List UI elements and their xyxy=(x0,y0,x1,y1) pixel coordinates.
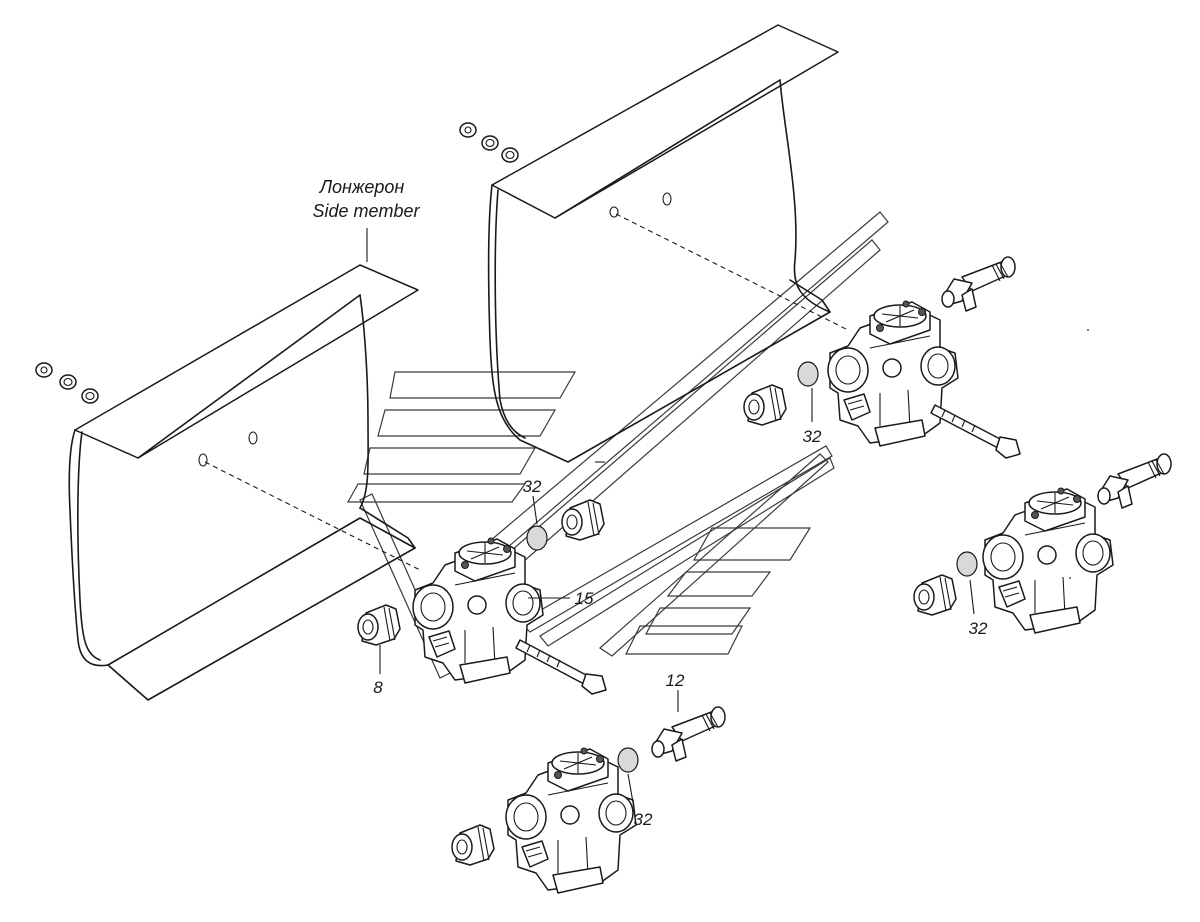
washer-upper xyxy=(797,361,819,387)
bolt-upper-right xyxy=(930,404,1021,459)
valve-upper-right xyxy=(827,300,959,447)
callout-32-b: 32 xyxy=(523,477,542,496)
speck xyxy=(1069,577,1071,579)
tee-upper-right xyxy=(941,256,1016,312)
left-fasteners xyxy=(35,362,99,404)
tee-lower xyxy=(651,706,726,762)
bolt-center xyxy=(515,639,607,695)
washer-center xyxy=(526,525,548,551)
callout-32-a: 32 xyxy=(803,427,822,446)
union-left xyxy=(357,604,401,646)
side-member-label-ru: Лонжерон xyxy=(319,177,405,197)
valve-right xyxy=(982,487,1114,634)
union-lower xyxy=(451,824,495,866)
callout-32-d: 32 xyxy=(634,810,653,829)
union-right xyxy=(913,574,957,616)
callout-15: 15 xyxy=(575,589,594,608)
tee-right xyxy=(1097,453,1172,509)
side-member-right xyxy=(487,24,849,463)
leader-lines xyxy=(366,228,975,809)
callout-8: 8 xyxy=(373,678,383,697)
valve-lower xyxy=(505,747,637,894)
washer-right xyxy=(956,551,978,577)
side-member-left xyxy=(68,264,421,701)
right-fasteners xyxy=(459,122,519,163)
speck xyxy=(1087,329,1089,331)
union-center xyxy=(561,499,605,541)
callout-12: 12 xyxy=(666,671,685,690)
side-member-label-en: Side member xyxy=(312,201,420,221)
washer-lower xyxy=(617,747,639,773)
callout-32-c: 32 xyxy=(969,619,988,638)
union-upper xyxy=(743,384,787,426)
